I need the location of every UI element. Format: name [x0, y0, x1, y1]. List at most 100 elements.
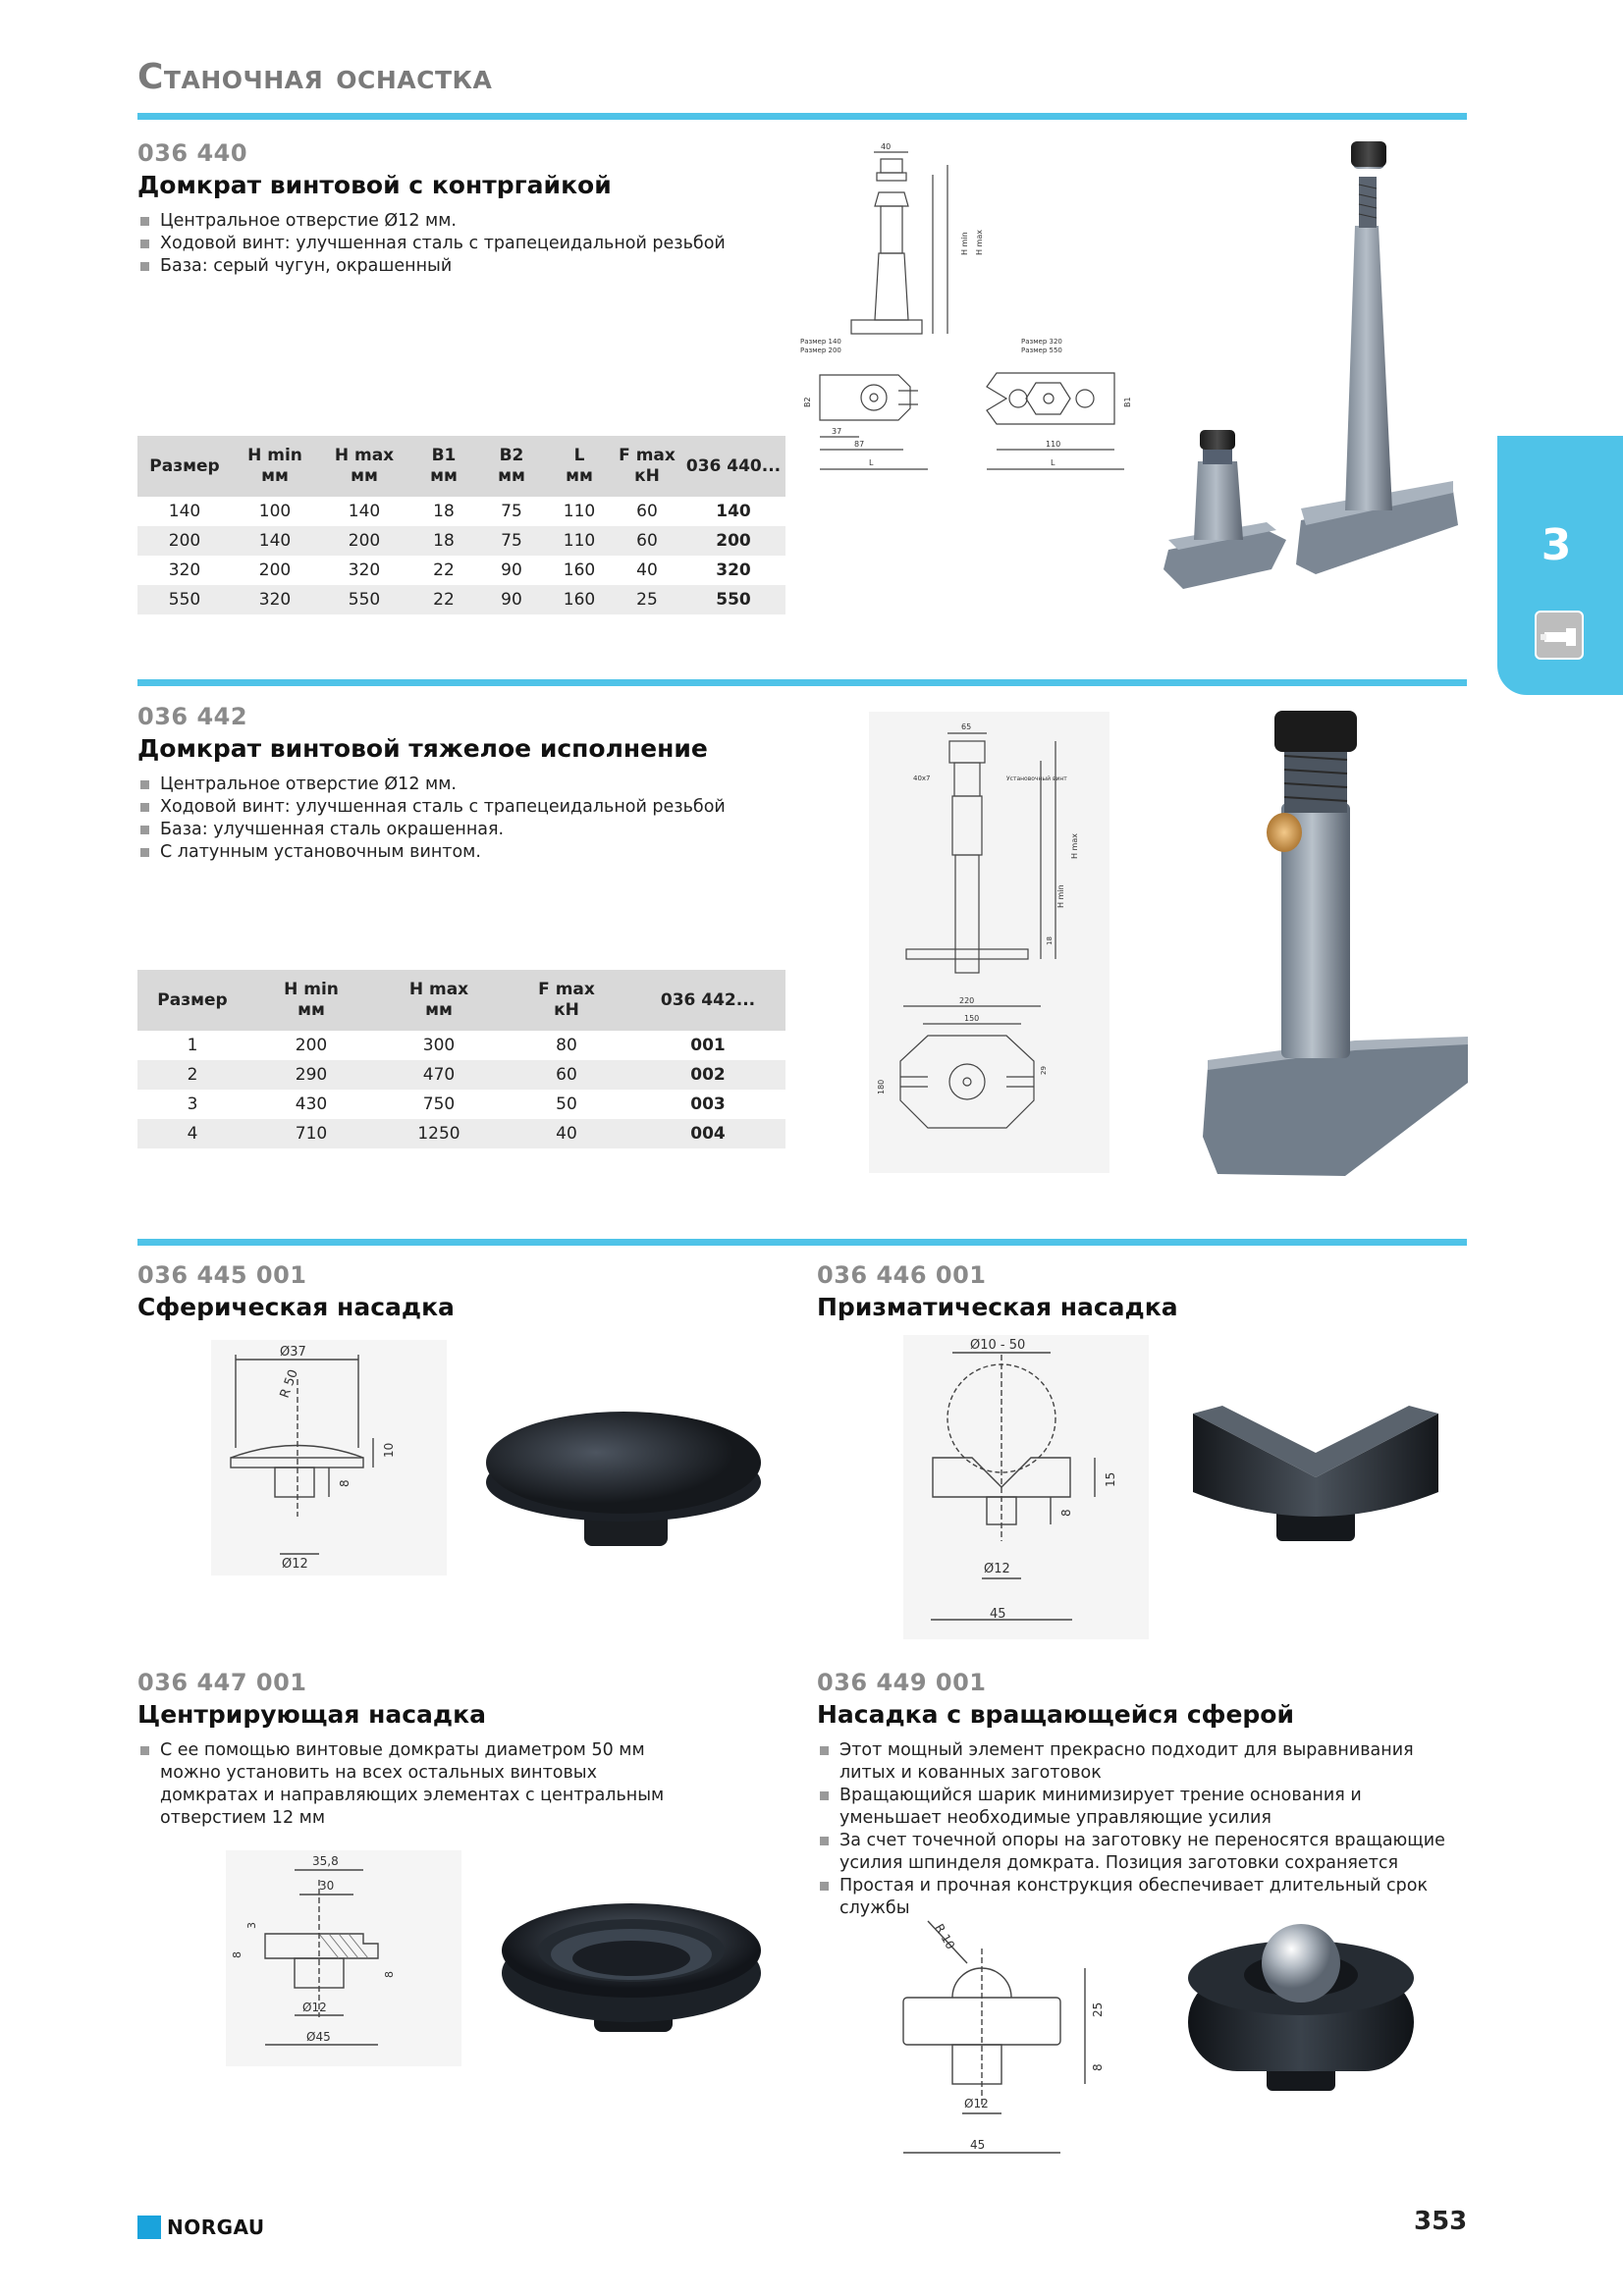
- svg-text:220: 220: [959, 996, 974, 1005]
- feature-item: Ходовой винт: улучшенная сталь с трапеце…: [137, 796, 805, 819]
- product-photo: [502, 1903, 761, 2032]
- section-rule: [137, 679, 1467, 686]
- svg-text:H max: H max: [975, 230, 984, 255]
- svg-text:87: 87: [854, 440, 864, 449]
- technical-drawing: Ø37 R 50 Ø12 10 8: [211, 1340, 447, 1575]
- svg-text:Ø12: Ø12: [302, 2001, 327, 2014]
- technical-drawing: 35,8 30 Ø12 Ø45 3 8 8: [226, 1850, 461, 2066]
- product-code: 036 449 001: [817, 1669, 987, 1696]
- header-rule: [137, 113, 1467, 120]
- column-header: Размер: [137, 436, 232, 497]
- product-title: Центрирующая насадка: [137, 1700, 486, 1729]
- svg-text:35,8: 35,8: [312, 1854, 339, 1868]
- svg-text:3: 3: [245, 1922, 258, 1929]
- svg-text:L: L: [869, 458, 874, 467]
- svg-text:25: 25: [1091, 2002, 1105, 2017]
- product-code: 036 445 001: [137, 1261, 307, 1289]
- feature-item: Центральное отверстие Ø12 мм.: [137, 774, 805, 796]
- feature-item: База: серый чугун, окрашенный: [137, 255, 805, 278]
- svg-text:40: 40: [881, 142, 891, 151]
- feature-list: С ее помощью винтовые домкраты диаметром…: [137, 1739, 687, 1830]
- product-photo: [1188, 1924, 1414, 2091]
- svg-text:Ø12: Ø12: [964, 2097, 989, 2110]
- product-title: Домкрат винтовой тяжелое исполнение: [137, 734, 708, 763]
- svg-text:8: 8: [1091, 2063, 1105, 2071]
- svg-text:37: 37: [832, 427, 841, 436]
- svg-text:15: 15: [1104, 1472, 1117, 1487]
- technical-drawing: Ø10 - 50 Ø12 45 15 8: [903, 1335, 1149, 1639]
- feature-list: Этот мощный элемент прекрасно подходит д…: [817, 1739, 1465, 1920]
- svg-text:Размер 550: Размер 550: [1021, 347, 1062, 354]
- feature-item: Ходовой винт: улучшенная сталь с трапеце…: [137, 233, 805, 255]
- product-photo: [486, 1412, 761, 1546]
- product-code: 036 447 001: [137, 1669, 307, 1696]
- svg-text:R 10: R 10: [932, 1922, 957, 1952]
- feature-list: Центральное отверстие Ø12 мм. Ходовой ви…: [137, 210, 805, 278]
- feature-item: За счет точечной опоры на заготовку не п…: [817, 1830, 1465, 1875]
- product-title: Сферическая насадка: [137, 1293, 455, 1321]
- svg-text:180: 180: [877, 1080, 886, 1095]
- brand-logo-square: [137, 2216, 161, 2239]
- svg-text:L: L: [1051, 458, 1055, 467]
- page-title: Станочная оснастка: [137, 57, 493, 97]
- svg-text:Размер 140: Размер 140: [800, 338, 841, 346]
- svg-text:8: 8: [1059, 1509, 1073, 1517]
- feature-item: Центральное отверстие Ø12 мм.: [137, 210, 805, 233]
- svg-text:Размер 200: Размер 200: [800, 347, 841, 354]
- svg-text:65: 65: [961, 722, 971, 731]
- svg-text:18: 18: [1046, 936, 1054, 945]
- svg-text:8: 8: [383, 1971, 396, 1978]
- svg-text:Ø12: Ø12: [984, 1562, 1010, 1576]
- svg-text:H max: H max: [1070, 833, 1079, 859]
- product-title: Домкрат винтовой с контргайкой: [137, 171, 612, 199]
- svg-text:8: 8: [338, 1479, 352, 1487]
- feature-item: Этот мощный элемент прекрасно подходит д…: [817, 1739, 1465, 1785]
- product-code: 036 446 001: [817, 1261, 987, 1289]
- product-code: 036 440: [137, 139, 248, 167]
- product-title: Призматическая насадка: [817, 1293, 1178, 1321]
- svg-text:110: 110: [1046, 440, 1060, 449]
- screw-jack-icon: [1535, 611, 1584, 660]
- product-code: 036 442: [137, 703, 248, 730]
- page-number: 353: [1414, 2207, 1468, 2236]
- chapter-number: 3: [1541, 520, 1572, 570]
- feature-item: База: улучшенная сталь окрашенная.: [137, 819, 805, 841]
- brand-logo: NORGAU: [167, 2216, 265, 2239]
- feature-item: С латунным установочным винтом.: [137, 841, 805, 864]
- svg-text:Ø37: Ø37: [280, 1345, 306, 1360]
- column-header: 036 440...: [681, 436, 785, 497]
- section-rule: [137, 1239, 1467, 1246]
- column-header: 036 442...: [630, 970, 785, 1031]
- technical-drawing: 40 H min H max Размер 140 Размер 200 Раз…: [800, 142, 1132, 470]
- feature-list: Центральное отверстие Ø12 мм. Ходовой ви…: [137, 774, 805, 864]
- svg-text:Размер 320: Размер 320: [1021, 338, 1062, 346]
- svg-text:Установочный винт: Установочный винт: [1006, 775, 1067, 782]
- svg-text:150: 150: [964, 1014, 979, 1023]
- svg-text:40x7: 40x7: [913, 774, 931, 782]
- svg-text:Ø45: Ø45: [306, 2030, 331, 2044]
- feature-item: С ее помощью винтовые домкраты диаметром…: [137, 1739, 687, 1830]
- svg-text:30: 30: [319, 1879, 334, 1893]
- product-title: Насадка с вращающейся сферой: [817, 1700, 1294, 1729]
- product-photo: [1193, 1406, 1438, 1541]
- svg-text:B1: B1: [1123, 397, 1132, 407]
- product-photo: [1163, 141, 1458, 589]
- feature-item: Вращающийся шарик минимизирует трение ос…: [817, 1785, 1465, 1830]
